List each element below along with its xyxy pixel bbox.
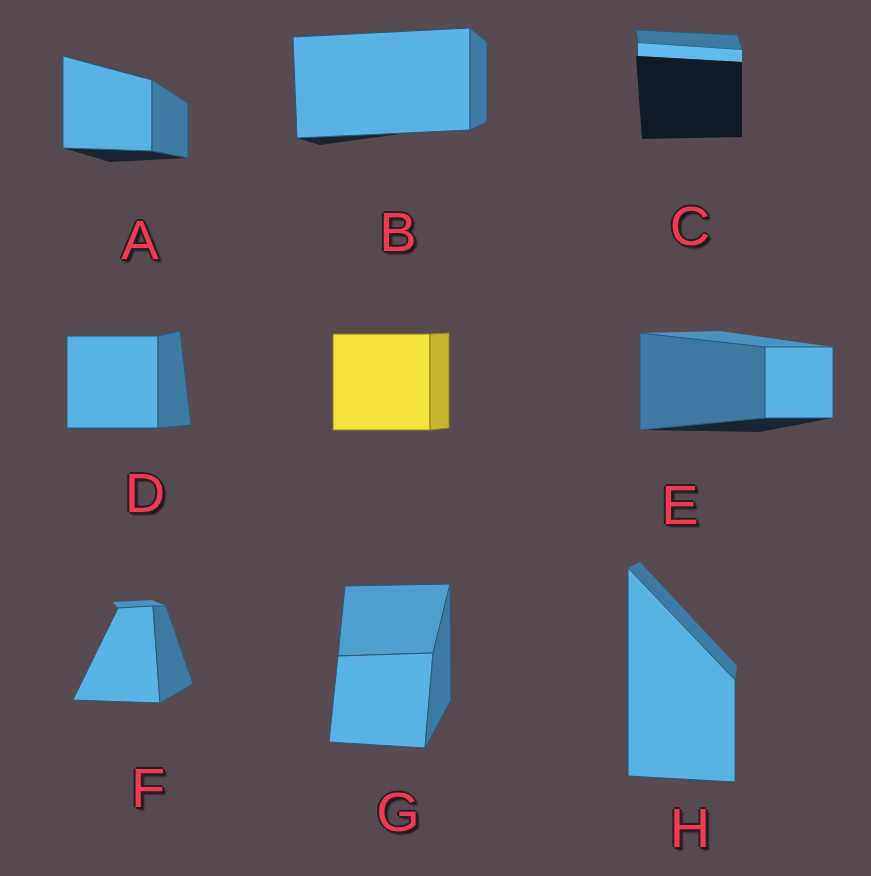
shape-letter: E: [661, 477, 698, 533]
block-e: [640, 331, 833, 432]
block-c: [636, 30, 742, 139]
block-a: [63, 56, 188, 162]
block-g: [329, 584, 451, 748]
reference-cube: [333, 333, 449, 430]
block-f: [73, 600, 193, 703]
shape-letter: H: [670, 800, 710, 856]
block-b: [293, 28, 487, 145]
shape-letter: D: [125, 465, 165, 521]
block-h: [628, 562, 737, 782]
block-d: [67, 331, 191, 428]
shape-letter: G: [376, 784, 420, 840]
shape-letter: A: [121, 212, 158, 268]
shape-letter: C: [670, 198, 710, 254]
shape-letter: B: [379, 204, 416, 260]
shape-letter: F: [131, 760, 165, 816]
